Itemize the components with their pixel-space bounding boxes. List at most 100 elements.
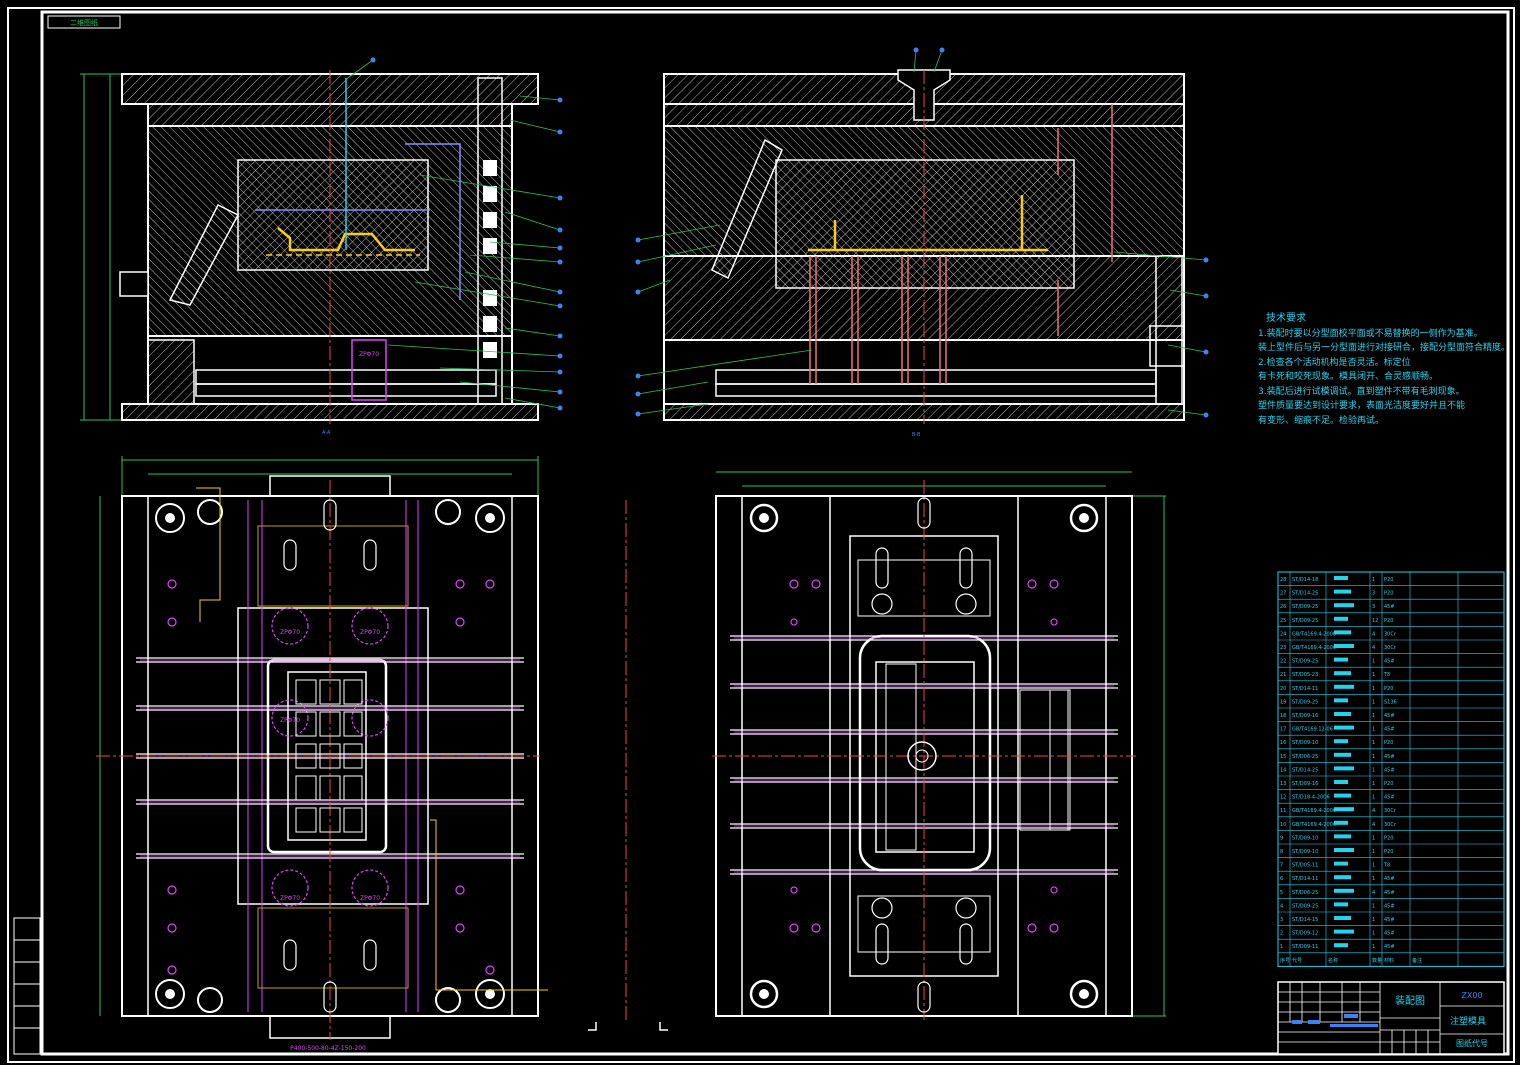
label-zp70-e: ZPΦ70 <box>360 895 380 902</box>
bom-name-mark <box>1334 712 1351 716</box>
bom-cell: 45# <box>1384 917 1395 923</box>
bom-cell: 45# <box>1384 659 1395 665</box>
bom-cell: ST/D06-25 <box>1292 890 1318 896</box>
company-name: 注塑模具 <box>1450 1015 1486 1027</box>
bom-name-mark <box>1334 725 1354 730</box>
bom-cell: 26 <box>1280 604 1286 610</box>
drawing-name: 装配图 <box>1395 994 1425 1007</box>
bom-cell: 8 <box>1280 849 1283 855</box>
bom-name-mark <box>1334 616 1348 621</box>
bom-cell: 22 <box>1280 659 1286 665</box>
bom-name-mark <box>1334 916 1351 920</box>
title-block: 装配图 ZX00 注塑模具 图纸代号 <box>1277 981 1505 1055</box>
bom-cell: ST/D09-10 <box>1292 740 1318 746</box>
section-a-caption: A-A <box>322 430 331 436</box>
bom-cell: ST/D09-25 <box>1292 618 1318 624</box>
bom-header-cell: 备注 <box>1412 957 1422 964</box>
bom-cell: 1 <box>1372 686 1375 692</box>
bom-cell: 4 <box>1280 903 1283 909</box>
bom-cell: T8 <box>1383 672 1390 678</box>
bom-header-cell: 名称 <box>1328 957 1338 964</box>
bom-cell: 3 <box>1372 604 1375 610</box>
fixed-half-plan-view: ZPΦ70 ZPΦ70 ZPΦ70 ZPΦ70 ZPΦ70 P400 <box>96 456 548 1052</box>
bom-cell: ST/D14-11 <box>1292 686 1318 692</box>
bom-cell: 24 <box>1280 631 1286 637</box>
bom-cell: 45# <box>1384 944 1395 950</box>
bottom-dimension: P400-500-80-4Z-150-200 <box>290 1045 366 1052</box>
label-zp70-d: ZPΦ70 <box>280 895 300 902</box>
bom-header: 序号代号名称数量材料备注 <box>1280 957 1422 964</box>
bom-cell: 19 <box>1280 699 1286 705</box>
tech-line-6: 塑件质量要达到设计要求，表面光洁度要好并且不能 <box>1258 401 1466 411</box>
bom-cell: ST/D05-23 <box>1292 672 1318 678</box>
technical-requirements: 技术要求 1.装配时要以分型面校平面或不易替换的一侧作为基准。 装上型件后与另一… <box>1258 312 1510 428</box>
bom-cell: 45# <box>1384 931 1395 937</box>
bom-cell: ST/D09-25 <box>1292 659 1318 665</box>
bom-cell: GB/T4169.4-2006 <box>1292 631 1336 637</box>
bom-name-mark <box>1334 848 1354 852</box>
drawing-no: ZX00 <box>1461 991 1482 1000</box>
bom-name-mark <box>1334 684 1354 689</box>
bom-cell: 1 <box>1372 863 1375 869</box>
revision-strip <box>13 917 41 1055</box>
bom-cell: 4 <box>1372 631 1375 637</box>
bom-name-mark <box>1334 834 1351 839</box>
bom-name-mark <box>1334 671 1351 676</box>
bom-cell: 1 <box>1372 917 1375 923</box>
bom-cell: 6 <box>1280 876 1283 882</box>
bom-header-cell: 数量 <box>1372 957 1382 964</box>
bom-cell: P20 <box>1384 686 1393 692</box>
tech-title: 技术要求 <box>1266 313 1306 324</box>
view-markers <box>588 500 668 1031</box>
bom-cell: S136 <box>1384 699 1397 705</box>
bom-name-mark <box>1334 739 1348 744</box>
bom-cell: 10 <box>1280 822 1286 828</box>
bom-cell: P20 <box>1384 577 1393 583</box>
tech-line-7: 有变形、缩痕不足。检验再试。 <box>1258 415 1385 426</box>
bom-cell: 1 <box>1372 699 1375 705</box>
bom-name-mark <box>1334 766 1354 771</box>
bom-name-mark <box>1334 929 1354 934</box>
bom-name-mark <box>1334 793 1351 798</box>
bom-cell: 45# <box>1384 876 1395 882</box>
bom-cell: GB/T4169.4-2006 <box>1292 822 1336 828</box>
bom-cell: 4 <box>1372 890 1375 896</box>
bom-cell: 1 <box>1372 781 1375 787</box>
bom-cell: 45# <box>1384 604 1395 610</box>
tech-line-1: 1.装配时要以分型面校平面或不易替换的一侧作为基准。 <box>1258 328 1483 339</box>
section-b-caption: B-B <box>912 432 921 438</box>
bom-cell: 2 <box>1280 931 1283 937</box>
bom-cell: 5 <box>1280 890 1283 896</box>
bom-cell: P20 <box>1384 591 1393 597</box>
tech-line-5: 3.装配后进行试模调试。直到塑件不带有毛刺现象。 <box>1258 386 1465 397</box>
bom-cell: 1 <box>1372 903 1375 909</box>
label-zp70-c: ZPΦ70 <box>360 629 380 636</box>
bom-cell: ST/D09-10 <box>1292 835 1318 841</box>
bom-cell: P20 <box>1384 740 1393 746</box>
bom-cell: 1 <box>1372 767 1375 773</box>
bom-name-mark <box>1334 875 1351 880</box>
bom-name-mark <box>1334 603 1354 608</box>
bom-cell: 18 <box>1280 713 1286 719</box>
bom-header-cell: 材料 <box>1384 957 1394 964</box>
bom-cell: 9 <box>1280 835 1283 841</box>
bom-cell: ST/D06-25 <box>1292 754 1318 760</box>
tech-line-4: 有卡死和咬死现象。模具闭开、合灵感顺畅。 <box>1258 372 1439 382</box>
bom-cell: 30Cr <box>1384 645 1397 651</box>
bom-cell: 45# <box>1384 713 1395 719</box>
